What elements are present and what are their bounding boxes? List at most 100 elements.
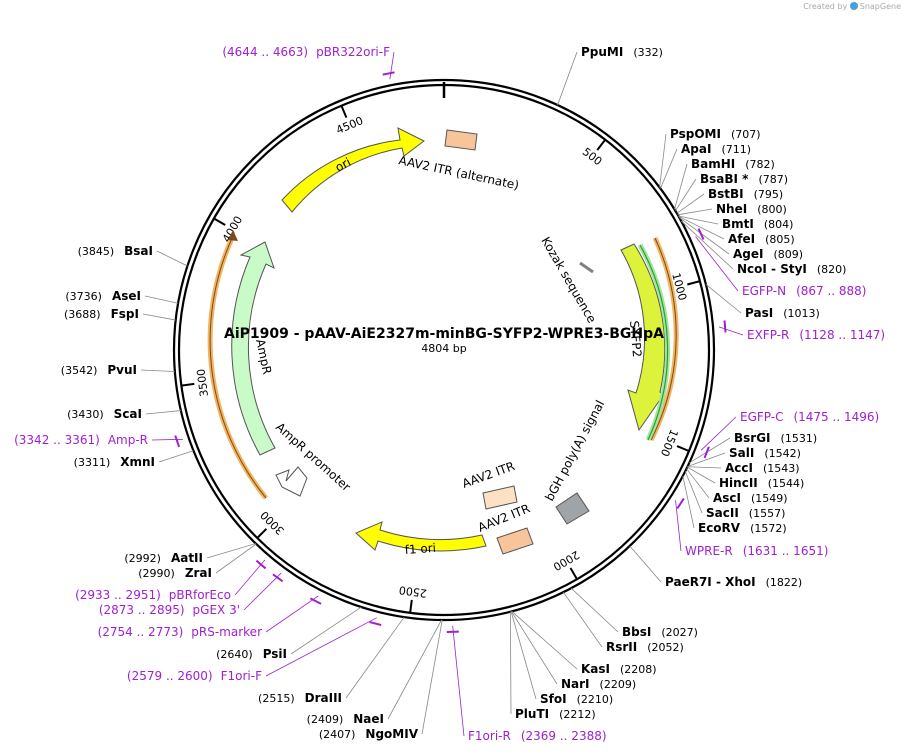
enzyme-leader (678, 215, 725, 240)
label-aav2-itr-alternate: AAV2 ITR (alternate) (397, 153, 520, 192)
primer-label[interactable]: (2754 .. 2773)pRS-marker (98, 625, 262, 639)
enzyme-label[interactable]: (2407)NgoMIV (319, 727, 419, 741)
enzyme-label[interactable]: RsrII(2052) (606, 640, 684, 654)
enzyme-label[interactable]: NarI(2209) (561, 677, 636, 691)
scale-tick-label: 3500 (194, 368, 211, 397)
enzyme-leader (421, 619, 443, 735)
primer-label[interactable]: (4644 .. 4663)pBR322ori-F (222, 45, 390, 59)
enzyme-label[interactable]: SacII(1557) (706, 506, 785, 520)
enzyme-label[interactable]: NheI(800) (716, 202, 787, 216)
scale-tick-label: 2000 (551, 548, 582, 573)
enzyme-label[interactable]: (3736)AseI (65, 289, 141, 303)
label-syfp2: SYFP2 (627, 320, 644, 358)
enzyme-label[interactable]: PluTI(2212) (515, 707, 596, 721)
enzyme-leader (511, 611, 558, 685)
enzyme-leader (629, 545, 662, 583)
enzyme-leader (511, 611, 578, 670)
primer-label[interactable]: WPRE-R(1631 .. 1651) (685, 544, 828, 558)
enzyme-leader (140, 369, 175, 372)
enzyme-label[interactable]: HincII(1544) (719, 476, 804, 490)
enzyme-label[interactable]: (3430)ScaI (67, 407, 142, 421)
feature-aav2-itr-light-box[interactable] (482, 485, 518, 510)
enzyme-label[interactable]: BamHI(782) (691, 157, 775, 171)
enzyme-label[interactable]: PpuMI(332) (581, 45, 663, 59)
primer-label[interactable]: EGFP-N(867 .. 888) (742, 284, 867, 298)
enzyme-label[interactable]: SalI(1542) (729, 446, 801, 460)
enzyme-label[interactable]: EcoRV(1572) (698, 521, 787, 535)
enzyme-label[interactable]: BstBI(795) (708, 187, 783, 201)
primer-label[interactable]: EXFP-R(1128 .. 1147) (747, 328, 885, 342)
feature-ori-arrow[interactable] (281, 127, 425, 213)
enzyme-leader (570, 587, 619, 633)
primer-label[interactable]: (3342 .. 3361)Amp-R (14, 433, 148, 447)
enzyme-label[interactable]: KasI(2208) (581, 662, 657, 676)
enzyme-label[interactable]: PspOMI(707) (670, 127, 761, 141)
feature-kozak-tick (579, 261, 594, 274)
enzyme-label[interactable]: (3311)XmnI (74, 455, 155, 469)
enzyme-label[interactable]: (2992)AatII (124, 551, 203, 565)
features (207, 127, 679, 555)
enzyme-label[interactable]: AccI(1543) (725, 461, 800, 475)
enzyme-label[interactable]: (2409)NaeI (307, 712, 384, 726)
enzyme-label[interactable]: PaeR7I - XhoI(1822) (665, 575, 802, 589)
snapgene-logo-icon (849, 2, 858, 10)
scale-tick-mark (596, 139, 607, 151)
feature-f1-ori-arrow[interactable] (355, 521, 487, 552)
enzyme-label[interactable]: (2640)PsiI (216, 647, 287, 661)
scale-tick-mark (340, 105, 348, 119)
enzyme-leader (689, 437, 731, 464)
enzyme-label[interactable]: SfoI(2210) (540, 692, 613, 706)
scale-tick-mark (676, 445, 690, 452)
enzyme-label[interactable]: (2990)ZraI (138, 566, 212, 580)
feature-syfp2-arrow[interactable] (620, 243, 666, 432)
scale-tick-label: 4500 (334, 114, 365, 137)
feature-ampr-arrow[interactable] (231, 241, 276, 456)
feature-ampr-promoter-arrow[interactable] (275, 466, 308, 497)
enzyme-leader (680, 220, 734, 270)
enzyme-label[interactable]: ApaI(711) (681, 142, 751, 156)
primer-leader (718, 326, 744, 336)
primer-label[interactable]: (2933 .. 2951)pBRforEco (75, 588, 231, 602)
feature-aav2-itr-alternate-box[interactable] (444, 129, 478, 151)
enzyme-label[interactable]: BsrGI(1531) (734, 431, 817, 445)
primer-label[interactable]: (2579 .. 2600)F1ori-F (127, 669, 262, 683)
scale-tick-mark (687, 280, 701, 286)
label-f1-ori: f1 ori (404, 541, 436, 557)
enzyme-leader (705, 283, 742, 314)
enzyme-leader (684, 471, 703, 514)
enzyme-leader (387, 619, 442, 720)
enzyme-leader (678, 215, 719, 225)
feature-aav2-itr-box[interactable] (496, 527, 534, 555)
primer-label[interactable]: F1ori-R(2369 .. 2388) (468, 729, 607, 743)
enzyme-label[interactable]: BbsI(2027) (622, 625, 698, 639)
enzyme-label[interactable]: PasI(1013) (745, 306, 820, 320)
enzyme-leader (145, 410, 181, 415)
enzyme-leader (290, 606, 362, 655)
enzyme-label[interactable]: AscI(1549) (713, 491, 788, 505)
feature-bgh-box[interactable] (555, 492, 590, 525)
enzyme-label[interactable]: (3688)FspI (64, 307, 139, 321)
primer-leader (151, 438, 183, 441)
primer-leader (265, 595, 319, 633)
enzyme-label[interactable]: (3845)BsaI (78, 244, 153, 258)
enzyme-label[interactable]: AgeI(809) (733, 247, 803, 261)
enzyme-label[interactable]: BmtI(804) (722, 217, 793, 231)
enzyme-leader (687, 466, 722, 469)
scale-tick-mark (256, 528, 268, 539)
enzyme-label[interactable]: (3542)PvuI (61, 363, 137, 377)
primer-label[interactable]: (2873 .. 2895)pGEX 3' (99, 603, 240, 617)
label-kozak-sequence: Kozak sequence (538, 235, 599, 326)
enzyme-label[interactable]: (2515)DraIII (258, 691, 342, 705)
label-ampr: AmpR (253, 338, 274, 376)
enzyme-leader (687, 466, 716, 484)
primer-leader (243, 572, 282, 611)
enzyme-label[interactable]: NcoI - StyI(820) (737, 262, 846, 276)
enzyme-leader (686, 468, 710, 499)
leader-lines (140, 51, 744, 737)
enzyme-label[interactable]: AfeI(805) (728, 232, 795, 246)
enzyme-leader (682, 475, 695, 529)
enzyme-label[interactable]: BsaBI *(787) (700, 172, 788, 186)
primer-label[interactable]: EGFP-C(1475 .. 1496) (740, 410, 879, 424)
orf-green-right-line (639, 244, 669, 441)
primer-leader (700, 416, 737, 451)
